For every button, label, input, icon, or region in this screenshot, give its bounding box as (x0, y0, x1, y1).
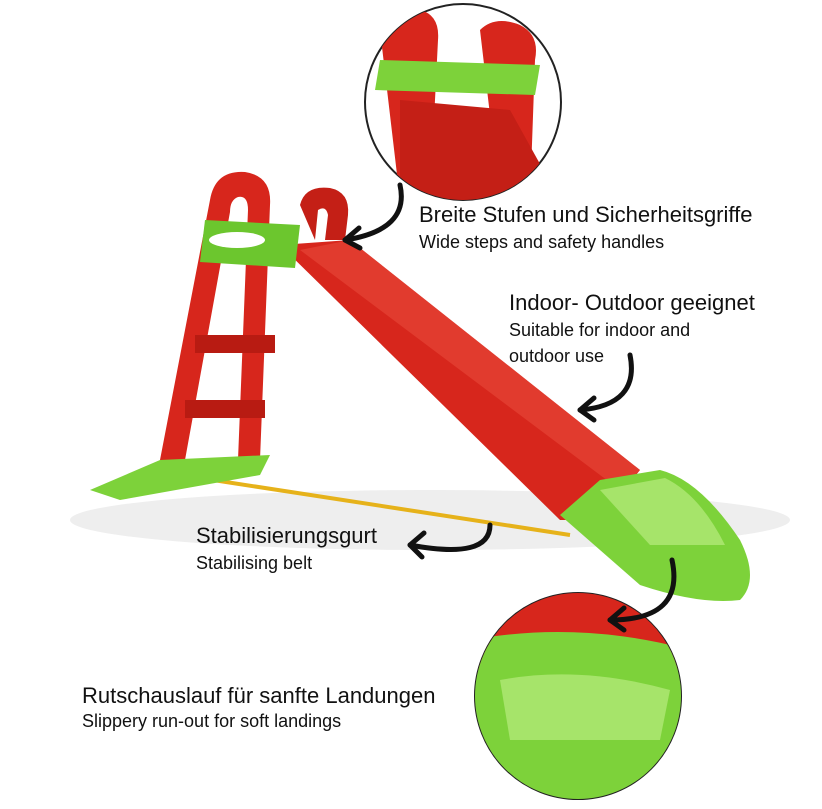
rear-handle (300, 187, 349, 240)
callout-steps-en: Wide steps and safety handles (419, 232, 665, 252)
logo-badge (209, 232, 265, 248)
step (185, 400, 265, 418)
ladder-foot (90, 455, 270, 500)
arrows (342, 182, 677, 633)
callout-indoor-en-2: outdoor use (509, 346, 605, 366)
arrow-icon (607, 557, 677, 623)
callout-belt-en: Stabilising belt (196, 553, 313, 573)
arrow-icon (577, 352, 634, 413)
callout-indoor-de: Indoor- Outdoor geeignet (509, 290, 755, 315)
arrow-icon (342, 182, 404, 243)
callout-steps-de: Breite Stufen und Sicherheitsgriffe (419, 202, 753, 227)
callout-indoor-en-1: Suitable for indoor and (509, 320, 691, 340)
step (195, 335, 275, 353)
slide-bed (280, 240, 640, 520)
stabilising-belt (199, 476, 571, 537)
ladder (160, 171, 271, 460)
arrow-icon (407, 522, 493, 552)
callout-runout-en: Slippery run-out for soft landings (82, 711, 342, 731)
callout-runout-de: Rutschauslauf für sanfte Landungen (82, 683, 436, 708)
callout-belt-de: Stabilisierungsgurt (196, 523, 377, 548)
